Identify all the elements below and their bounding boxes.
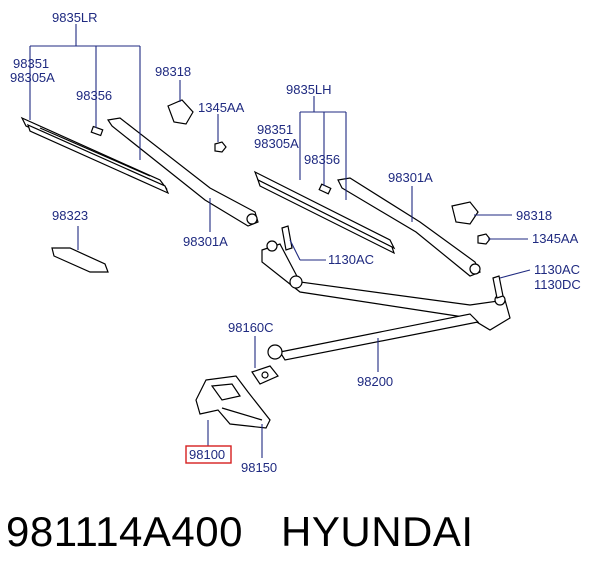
left-nut	[214, 141, 227, 153]
label-9835lh: 9835LH	[286, 82, 332, 97]
brand-name: HYUNDAI	[281, 508, 474, 555]
left-cap	[167, 99, 194, 125]
label-98351-right: 98351	[257, 122, 293, 137]
label-98323: 98323	[52, 208, 88, 223]
label-98305a-left: 98305A	[10, 70, 55, 85]
label-1130ac-right: 1130AC	[534, 262, 580, 277]
label-9835lr: 9835LR	[52, 10, 98, 25]
label-98356-left: 98356	[76, 88, 112, 103]
right-nut	[477, 233, 491, 245]
right-wiper-arm	[337, 177, 481, 277]
bushing	[251, 365, 279, 385]
wiper-motor	[195, 375, 271, 429]
label-98318-left: 98318	[155, 64, 191, 79]
label-1345aa-left: 1345AA	[198, 100, 245, 115]
part-labels: 9835LR 98351 98305A 98356 98318 1345AA 9…	[10, 10, 581, 475]
highlight-box	[185, 445, 232, 464]
label-98301a-right: 98301A	[388, 170, 433, 185]
right-cap	[451, 201, 479, 225]
label-98351-left: 98351	[13, 56, 49, 71]
label-98200: 98200	[357, 374, 393, 389]
left-wiper-arm	[106, 117, 259, 227]
label-98150: 98150	[241, 460, 277, 475]
label-1130dc: 1130DC	[534, 277, 581, 292]
label-98305a-right: 98305A	[254, 136, 299, 151]
label-1130ac-left: 1130AC	[328, 252, 374, 267]
label-98318-right: 98318	[516, 208, 552, 223]
part-number: 981114A400	[6, 508, 244, 555]
leader-lines	[29, 24, 531, 458]
footer-caption: 981114A400 HYUNDAI	[6, 508, 474, 556]
left-wiper-blade	[20, 116, 170, 195]
label-98356-right: 98356	[304, 152, 340, 167]
left-cover	[51, 247, 109, 273]
label-98160c: 98160C	[228, 320, 274, 335]
label-1345aa-right: 1345AA	[532, 231, 579, 246]
right-wiper-blade	[253, 170, 396, 255]
label-98100: 98100	[189, 447, 225, 462]
linkage-assembly	[261, 225, 511, 361]
label-98301a-left: 98301A	[183, 234, 228, 249]
